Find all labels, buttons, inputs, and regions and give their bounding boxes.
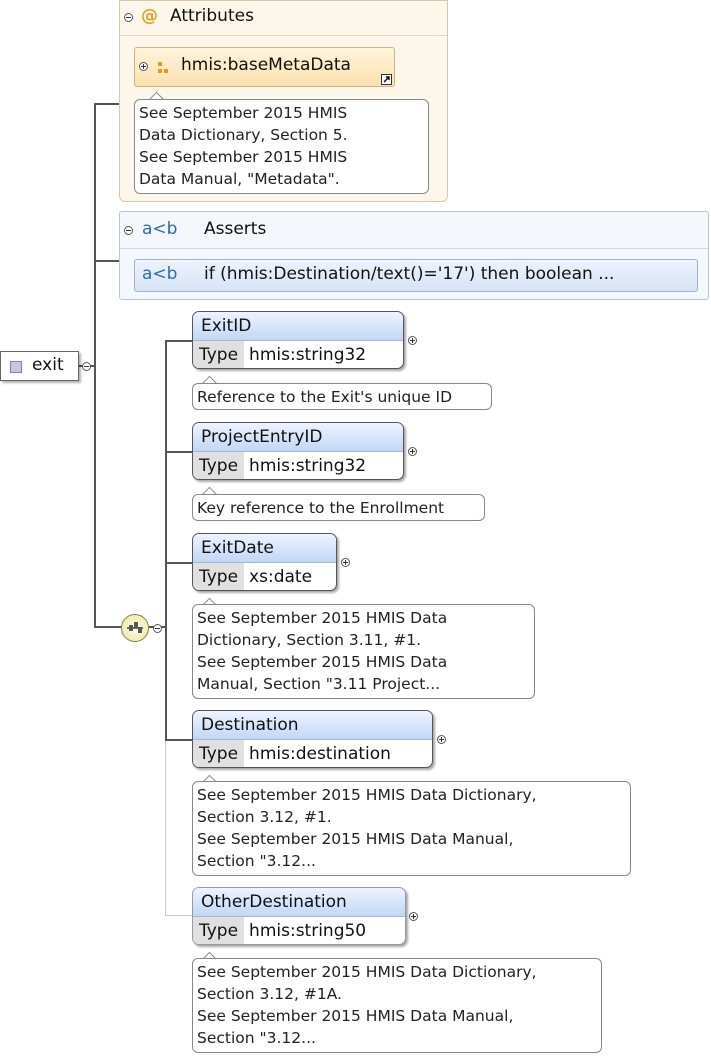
connector-sequence	[94, 626, 122, 628]
element-note: See September 2015 HMIS Data Dictionary,…	[192, 958, 602, 1053]
expand-icon[interactable]	[409, 912, 418, 921]
attributes-note: See September 2015 HMIS Data Dictionary,…	[134, 99, 429, 194]
collapse-asserts-icon[interactable]	[124, 226, 133, 235]
element-name: OtherDestination	[193, 888, 405, 917]
element-note: Reference to the Exit's unique ID	[192, 383, 492, 410]
assert-item-icon: a<b	[142, 264, 178, 284]
expand-icon[interactable]	[139, 62, 148, 71]
attribute-item[interactable]: hmis:baseMetaData	[134, 47, 395, 87]
collapse-attributes-icon[interactable]	[124, 13, 133, 22]
type-value: hmis:destination	[249, 744, 391, 764]
collapse-sequence-icon[interactable]	[153, 624, 162, 633]
element-note: Key reference to the Enrollment	[192, 494, 485, 521]
collapse-icon[interactable]	[82, 362, 91, 371]
connector-asserts	[94, 260, 120, 262]
assert-item[interactable]: a<b if (hmis:Destination/text()='17') th…	[134, 259, 698, 292]
asserts-divider	[120, 248, 708, 249]
at-icon: @	[141, 6, 158, 26]
expand-icon[interactable]	[408, 336, 417, 345]
type-value: hmis:string50	[249, 921, 367, 941]
root-label: exit	[32, 355, 64, 375]
element-exitid[interactable]: ExitID Type hmis:string32	[192, 311, 404, 369]
connector-children-trunk	[165, 340, 167, 740]
connector-projectentryid	[165, 451, 192, 453]
attributes-title: Attributes	[170, 6, 254, 26]
assert-item-text: if (hmis:Destination/text()='17') then b…	[204, 264, 615, 284]
element-name: ProjectEntryID	[193, 423, 403, 452]
connector-optional-trunk	[165, 740, 166, 916]
type-key: Type	[193, 563, 245, 590]
type-value: xs:date	[249, 567, 313, 587]
expand-icon[interactable]	[408, 447, 417, 456]
element-note: See September 2015 HMIS Data Dictionary,…	[192, 604, 535, 699]
connector-trunk	[94, 103, 96, 627]
element-name: ExitID	[193, 312, 403, 341]
element-otherdestination[interactable]: OtherDestination Type hmis:string50	[192, 887, 406, 945]
element-projectentryid[interactable]: ProjectEntryID Type hmis:string32	[192, 422, 404, 480]
attribute-item-label: hmis:baseMetaData	[181, 55, 351, 75]
connector-destination	[165, 739, 192, 741]
type-value: hmis:string32	[249, 456, 367, 476]
type-key: Type	[193, 452, 245, 479]
type-key: Type	[193, 341, 245, 368]
element-destination[interactable]: Destination Type hmis:destination	[192, 710, 433, 768]
element-note: See September 2015 HMIS Data Dictionary,…	[192, 781, 631, 876]
element-name: Destination	[193, 711, 432, 740]
element-icon	[10, 361, 22, 373]
sequence-compositor-icon[interactable]	[121, 614, 149, 642]
type-key: Type	[193, 917, 245, 944]
connector-attributes	[94, 103, 120, 105]
expand-icon[interactable]	[341, 558, 350, 567]
assert-icon: a<b	[142, 219, 178, 239]
connector-exitdate	[165, 562, 192, 564]
attribute-group-icon	[157, 60, 169, 74]
attributes-divider	[120, 35, 447, 36]
element-exitdate[interactable]: ExitDate Type xs:date	[192, 533, 337, 591]
expand-icon[interactable]	[437, 735, 446, 744]
connector-otherdestination	[165, 915, 192, 916]
root-element-exit[interactable]: exit	[0, 351, 79, 381]
connector-exitid	[165, 340, 192, 342]
reference-arrow-icon	[381, 74, 392, 85]
type-value: hmis:string32	[249, 345, 367, 365]
asserts-title: Asserts	[204, 219, 267, 239]
type-key: Type	[193, 740, 245, 767]
element-name: ExitDate	[193, 534, 336, 563]
